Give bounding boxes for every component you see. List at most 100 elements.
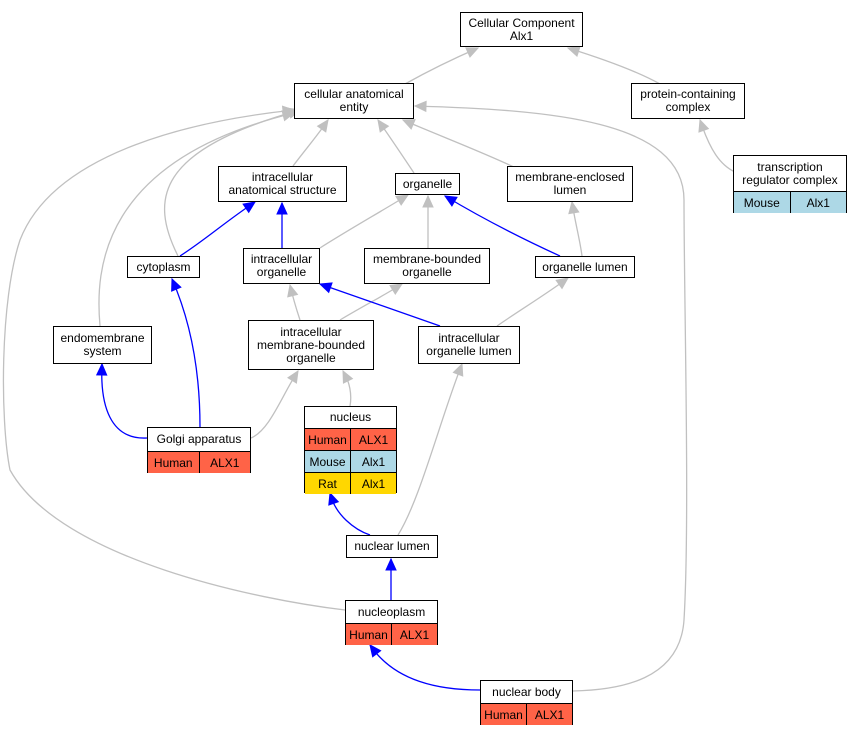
edge-line	[444, 195, 561, 257]
ortholog-row: Rat Alx1	[305, 472, 396, 494]
arrowhead	[389, 283, 404, 295]
species-cell: Human	[148, 452, 199, 473]
node-label: intracellular organelle lumen	[426, 331, 512, 358]
node-cellular-anatomical-entity[interactable]: cellular anatomical entity	[294, 83, 414, 119]
edge-io-to-ias	[276, 201, 288, 248]
edge-pcc-to-root	[566, 45, 661, 85]
gene-cell: ALX1	[526, 704, 572, 725]
edge-imbo-to-io	[287, 283, 301, 321]
arrowhead	[698, 118, 710, 133]
species-cell: Mouse	[305, 451, 350, 472]
arrowhead	[328, 491, 340, 506]
edge-line	[171, 278, 201, 428]
species-cell: Mouse	[734, 192, 790, 213]
node-transcription-regulator-complex[interactable]: transcription regulator complex Mouse Al…	[733, 155, 847, 213]
gene-cell: Alx1	[350, 451, 396, 472]
node-nucleus[interactable]: nucleus Human ALX1 Mouse Alx1 Rat Alx1	[304, 406, 397, 494]
node-organelle-lumen[interactable]: organelle lumen	[535, 256, 635, 278]
edge-line	[98, 112, 295, 327]
node-endomembrane-system[interactable]: endomembrane system	[53, 326, 152, 364]
arrowhead	[242, 201, 256, 214]
node-nuclear-body[interactable]: nuclear body Human ALX1	[480, 680, 573, 725]
node-intracellular-organelle[interactable]: intracellular organelle	[243, 248, 320, 284]
edge-nl-to-iol	[397, 362, 464, 536]
node-cellular-component[interactable]: Cellular Component Alx1	[460, 12, 583, 47]
ortholog-row: Human ALX1	[148, 451, 250, 473]
species-cell: Human	[481, 704, 526, 725]
edge-ol-to-mel	[568, 200, 583, 257]
arrowhead	[281, 105, 296, 118]
node-label: transcription regulator complex	[742, 159, 838, 187]
edge-nl-to-nuc	[328, 491, 371, 536]
node-label: intracellular membrane-bounded organelle	[256, 324, 366, 365]
edge-ias-to-cae	[292, 119, 329, 167]
node-intracellular-organelle-lumen[interactable]: intracellular organelle lumen	[418, 326, 520, 364]
ortholog-row: Human ALX1	[481, 703, 572, 725]
arrowhead	[276, 201, 288, 215]
edge-trc-to-pcc	[698, 118, 736, 173]
node-label: endomembrane system	[60, 331, 145, 358]
arrowhead	[95, 362, 108, 376]
node-golgi-apparatus[interactable]: Golgi apparatus Human ALX1	[147, 427, 251, 473]
edge-cae-to-root	[404, 47, 480, 85]
node-label: protein-containing complex	[640, 87, 736, 114]
arrowhead	[401, 119, 416, 130]
node-organelle[interactable]: organelle	[395, 173, 460, 195]
edge-mel-to-cae	[401, 119, 521, 171]
node-label: organelle lumen	[542, 259, 628, 274]
edge-golgi-to-cyto	[171, 277, 201, 428]
node-membrane-enclosed-lumen[interactable]: membrane-enclosed lumen	[507, 166, 633, 202]
edge-np-to-nl	[385, 557, 397, 600]
edge-line	[250, 370, 299, 439]
node-label: cellular anatomical entity	[304, 87, 404, 114]
gene-cell: ALX1	[198, 452, 250, 473]
gene-cell: Alx1	[350, 473, 396, 494]
edge-mbo-to-org	[422, 194, 434, 248]
arrowhead	[318, 282, 333, 294]
edge-nb-to-np	[369, 644, 481, 691]
arrowhead	[555, 277, 569, 290]
node-label: Cellular Component Alx1	[468, 15, 575, 43]
edge-io-to-org	[319, 194, 410, 249]
node-label: membrane-bounded organelle	[372, 252, 482, 279]
gene-cell: Alx1	[789, 192, 846, 213]
gene-cell: ALX1	[350, 429, 396, 450]
edge-line	[319, 194, 409, 249]
arrowhead	[395, 194, 410, 206]
node-label: membrane-enclosed lumen	[515, 170, 625, 197]
node-cytoplasm[interactable]: cytoplasm	[127, 256, 200, 278]
edge-nuc-to-imbo	[342, 369, 354, 407]
edge-line	[319, 283, 441, 327]
node-label: organelle	[402, 176, 453, 191]
edge-iol-to-ol	[496, 277, 569, 327]
node-label: nucleus	[329, 410, 372, 424]
node-protein-containing-complex[interactable]: protein-containing complex	[631, 83, 745, 119]
arrowhead	[443, 195, 458, 207]
edge-ems-to-cae	[98, 110, 296, 327]
gene-cell: ALX1	[391, 624, 437, 645]
node-nuclear-lumen[interactable]: nuclear lumen	[346, 535, 438, 558]
node-membrane-bounded-organelle[interactable]: membrane-bounded organelle	[364, 248, 490, 284]
arrowhead	[568, 200, 580, 215]
node-label: nuclear body	[492, 684, 561, 699]
edge-ol-to-org	[443, 195, 561, 257]
ortholog-row: Mouse Alx1	[305, 450, 396, 472]
arrowhead	[316, 119, 329, 133]
edge-line	[414, 105, 688, 692]
arrowhead	[369, 644, 382, 658]
ortholog-row: Human ALX1	[346, 623, 437, 645]
edge-line	[404, 47, 479, 85]
edge-line	[402, 119, 521, 171]
arrowhead	[422, 194, 434, 208]
species-cell: Human	[305, 429, 350, 450]
node-label: intracellular organelle	[250, 252, 313, 279]
ortholog-row: Human ALX1	[305, 428, 396, 450]
node-intracellular-membrane-bounded-organelle[interactable]: intracellular membrane-bounded organelle	[248, 320, 374, 370]
arrowhead	[566, 45, 581, 57]
edge-cyto-to-ias	[179, 201, 256, 257]
node-intracellular-anatomical-structure[interactable]: intracellular anatomical structure	[218, 166, 347, 202]
node-nucleoplasm[interactable]: nucleoplasm Human ALX1	[345, 600, 438, 645]
node-label: Golgi apparatus	[156, 432, 242, 446]
node-label: intracellular anatomical structure	[228, 170, 337, 197]
